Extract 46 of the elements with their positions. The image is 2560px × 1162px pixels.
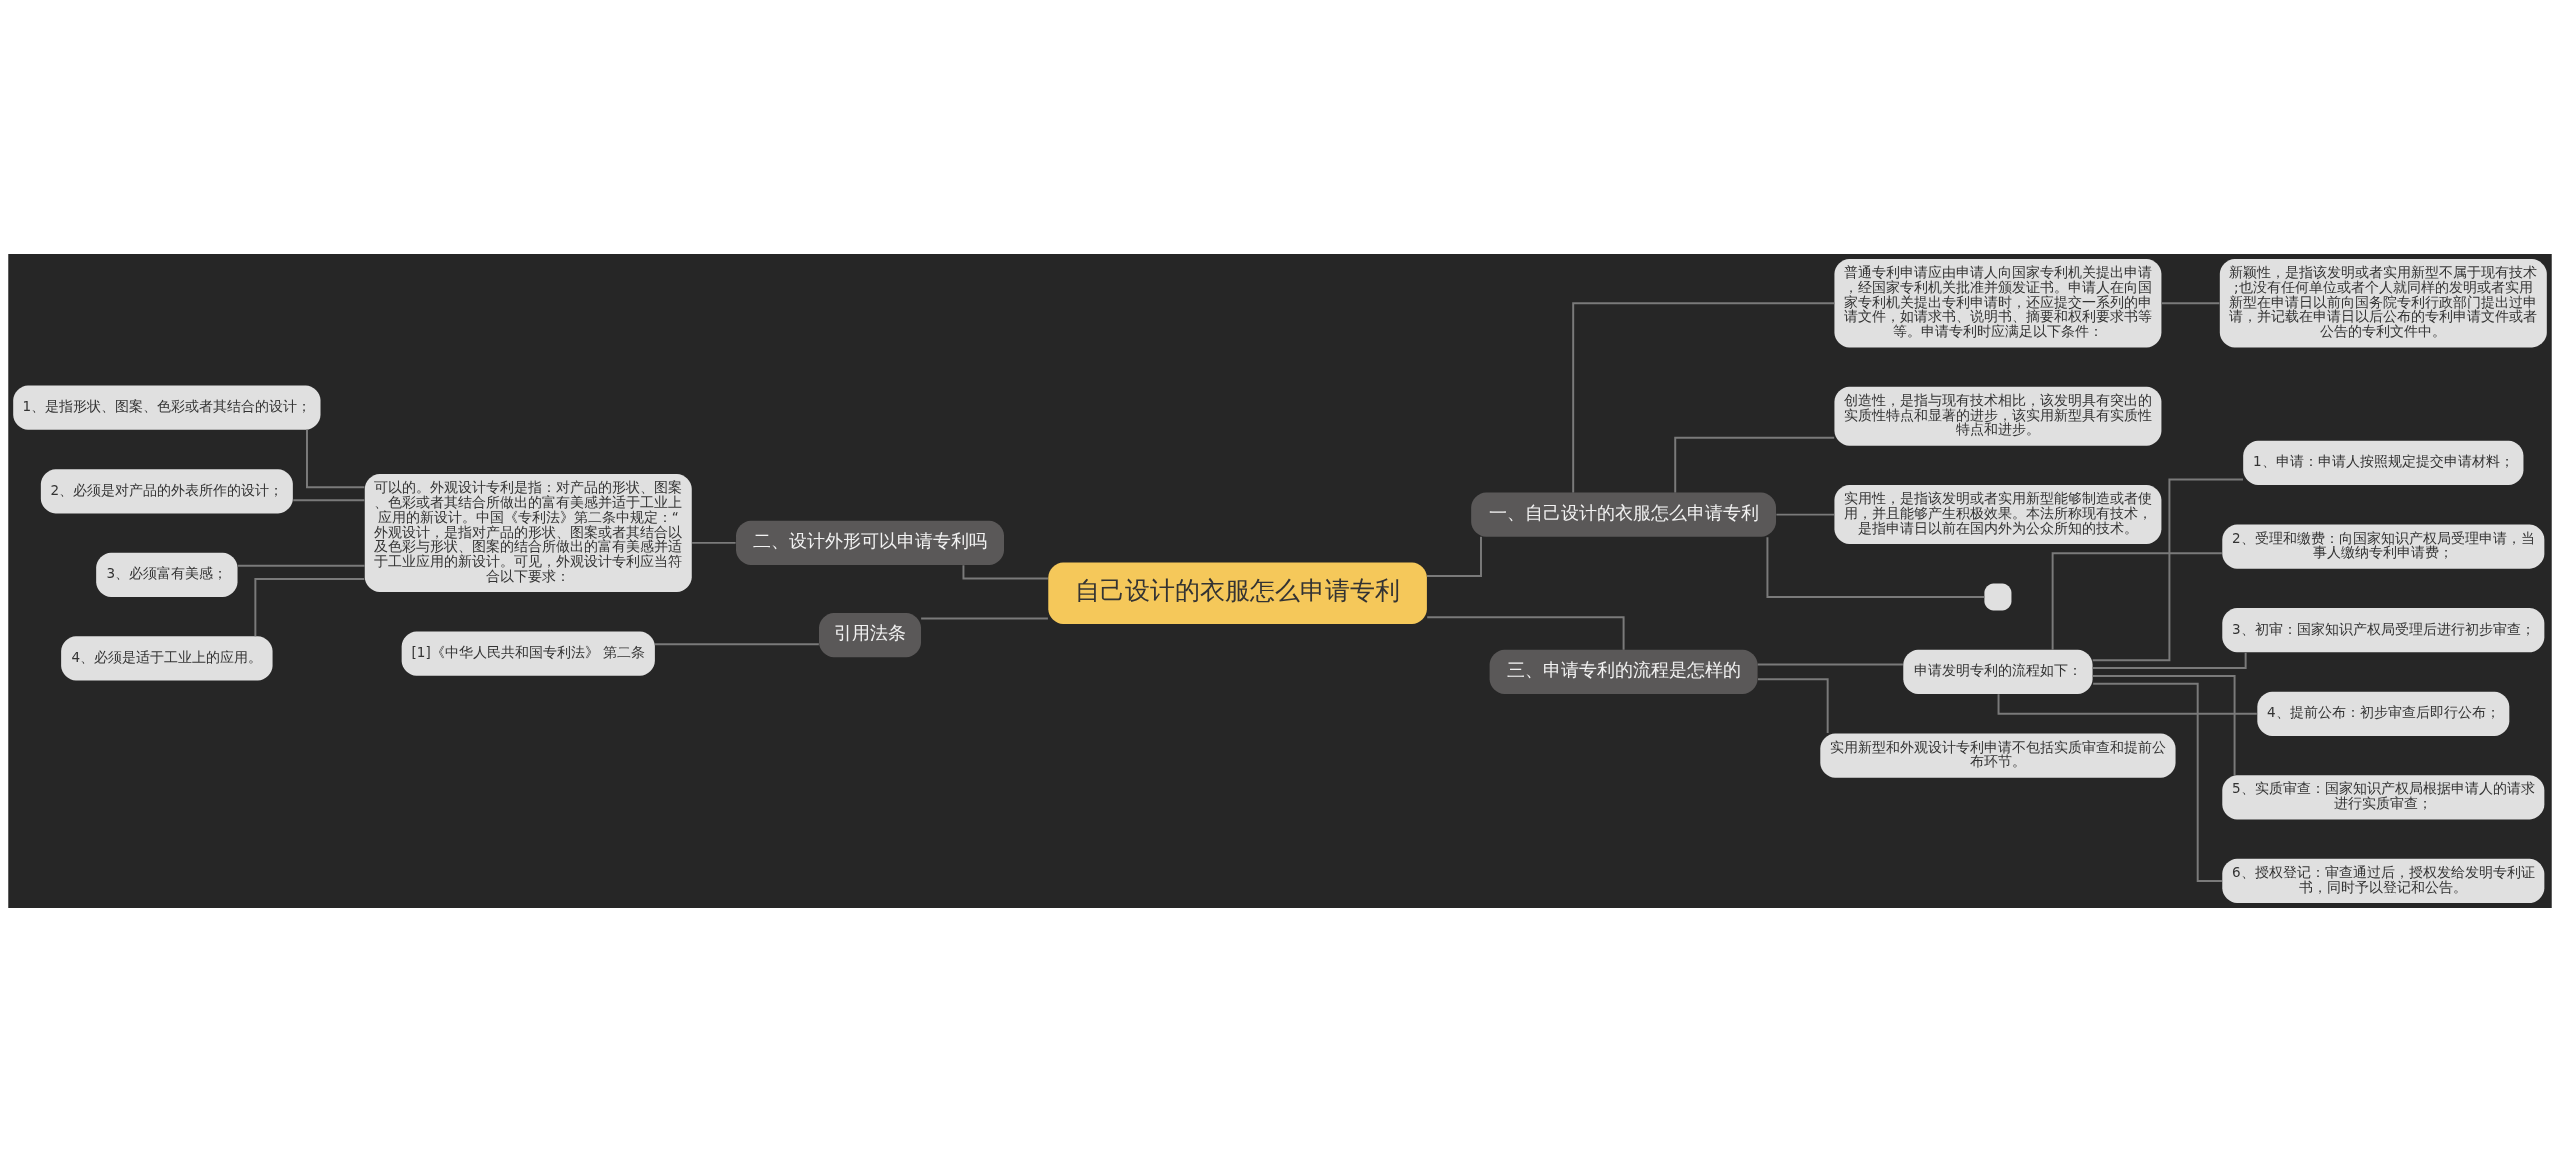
connector: [2091, 674, 2236, 777]
node-box: 1、申请：申请人按照规定提交申请材料；: [2243, 440, 2524, 486]
connector: [1426, 535, 1482, 578]
node-box: 4、必须是适于工业上的应用。: [61, 636, 273, 681]
connector: [1572, 302, 1836, 494]
connector: [2160, 302, 2221, 305]
connector: [2091, 651, 2247, 670]
node-box: 4、提前公布：初步审查后即行公布；: [2257, 691, 2510, 736]
node-box: 申请发明专利的流程如下：: [1903, 649, 2093, 695]
connector: [254, 577, 366, 638]
connector: [292, 499, 366, 502]
node-box: 6、授权登记：审查通过后，授权发给发明专利证书，同时予以登记和公告。: [2222, 858, 2545, 904]
node-box: 可以的。外观设计专利是指：对产品的形状、图案、色彩或者其结合所做出的富有美感并适于工业上应用的新设计。中国《专利法》第二条中规定：“外观设计，是指对产品的形状、图案或者其结合以及色彩与形状、图案的结合所做出的富有美感并适于工业应用的新设计。可见，外观设计专利应当符合以下要求：: [364, 474, 692, 593]
connector: [654, 643, 820, 646]
node-box: 三、申请专利的流程是怎样的: [1489, 649, 1758, 695]
node-box: 自己设计的衣服怎么申请专利: [1048, 562, 1427, 625]
node-box: 实用性，是指该发明或者实用新型能够制造或者使用，并且能够产生积极效果。本法所称现有技术，是指申请日以前在国内外为公众所知的技术。: [1834, 485, 2162, 545]
connector: [1766, 536, 1986, 598]
node-box: 3、初审：国家知识产权局受理后进行初步审查；: [2222, 608, 2545, 653]
node-box: 3、必须富有美感；: [96, 552, 238, 597]
connector: [2051, 552, 2223, 651]
connector: [920, 617, 1049, 620]
node-box: 普通专利申请应由申请人向国家专利机关提出申请，经国家专利机关批准并颁发证书。申请人在向国家专利机关提出专利申请时，还应提交一系列的申请文件，如请求书、说明书、摘要和权利要求书等等。申请专利时应满足以下条件：: [1834, 258, 2162, 348]
node-box: 实用新型和外观设计专利申请不包括实质审查和提前公布环节。: [1820, 733, 2176, 778]
connector: [691, 541, 737, 544]
node-box: [1984, 583, 2012, 611]
connector: [306, 428, 366, 489]
connector: [2091, 478, 2244, 662]
connector: [1756, 663, 1904, 666]
node-box: 二、设计外形可以申请专利吗: [736, 520, 1004, 565]
connector: [236, 564, 366, 567]
node-box: 2、必须是对产品的外表所作的设计；: [40, 469, 293, 514]
node-box: 一、自己设计的衣服怎么申请专利: [1471, 492, 1777, 537]
node-box: [1]《中华人民共和国专利法》 第二条: [401, 631, 655, 676]
node-box: 1、是指形状、图案、色彩或者其结合的设计；: [13, 385, 321, 430]
node-box: 5、实质审查：国家知识产权局根据申请人的请求进行实质审查；: [2222, 775, 2545, 820]
node-box: 新颖性，是指该发明或者实用新型不属于现有技术;也没有任何单位或者个人就同样的发明或者实用新型在申请日以前向国务院专利行政部门提出过申请，并记载在申请日以后公布的专利申请文件或者公告的专利文件中。: [2219, 258, 2547, 348]
node-box: 引用法条: [819, 612, 922, 658]
connector: [1674, 436, 1836, 494]
connector: [2092, 682, 2223, 882]
node-box: 2、受理和缴费：向国家知识产权局受理申请，当事人缴纳专利申请费；: [2222, 524, 2545, 569]
connector: [1757, 678, 1829, 735]
connector: [962, 564, 1049, 580]
connector: [1997, 693, 2258, 715]
node-box: 创造性，是指与现有技术相比，该发明具有突出的实质性特点和显著的进步，该实用新型具有实质性特点和进步。: [1834, 386, 2162, 446]
connector: [1775, 513, 1836, 516]
